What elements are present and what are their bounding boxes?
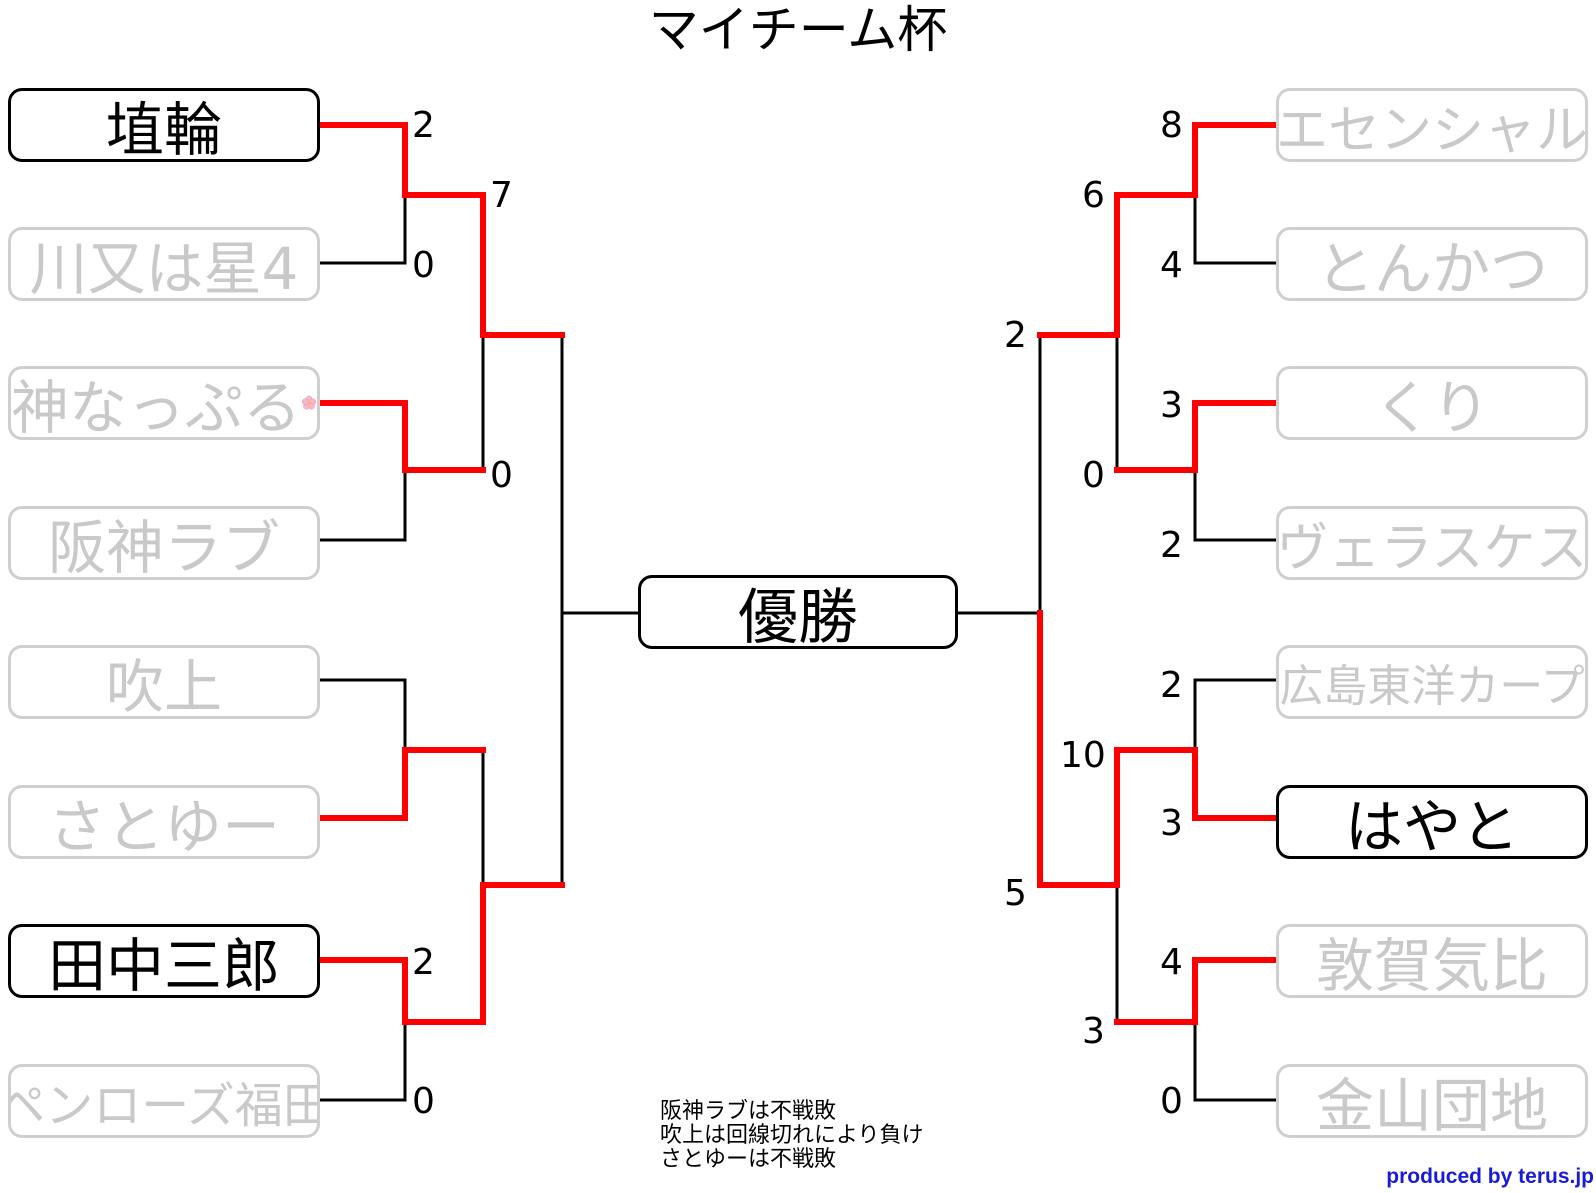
left-r1-score-1: 2 [412, 105, 435, 146]
left-r1-score-5: 0 [412, 1081, 435, 1122]
right-team-4[interactable]: ヴェラスケス [1276, 506, 1588, 580]
right-r2-score-1: 6 [1082, 175, 1105, 216]
left-r2-score-1: 7 [490, 175, 513, 216]
right-r1-score-4: 2 [1160, 525, 1183, 566]
left-team-3-label: 神なっぷる [11, 374, 302, 440]
right-team-2[interactable]: とんかつ [1276, 227, 1588, 301]
left-team-7[interactable]: 田中三郎 [8, 924, 320, 998]
left-r1-score-4: 2 [412, 942, 435, 983]
right-r1-score-8: 0 [1160, 1081, 1183, 1122]
left-team-8[interactable]: ペンローズ福田 [8, 1064, 320, 1138]
left-team-6[interactable]: さとゆー [8, 785, 320, 859]
left-r1-score-3: 0 [490, 455, 513, 496]
credit-link[interactable]: produced by terus.jp [1386, 1165, 1594, 1188]
right-r1-score-3: 3 [1160, 385, 1183, 426]
champion-box[interactable]: 優勝 [638, 575, 958, 649]
right-team-1[interactable]: エセンシャル [1276, 88, 1588, 162]
right-r1-score-2: 4 [1160, 245, 1183, 286]
right-team-8[interactable]: 金山団地 [1276, 1064, 1588, 1138]
right-r3-score-2: 5 [1004, 873, 1027, 914]
note-line: 吹上は回線切れにより負け [660, 1123, 924, 1148]
left-team-3[interactable]: 神なっぷる [8, 366, 320, 440]
right-team-5[interactable]: 広島東洋カープ [1276, 645, 1588, 719]
right-r3-score-1: 2 [1004, 315, 1027, 356]
right-team-6[interactable]: はやと [1276, 785, 1588, 859]
right-r1-score-6: 3 [1160, 803, 1183, 844]
left-team-1[interactable]: 埴輪 [8, 88, 320, 162]
note-line: 阪神ラブは不戦敗 [660, 1099, 837, 1124]
right-r2-score-2: 0 [1082, 455, 1105, 496]
right-team-7[interactable]: 敦賀気比 [1276, 924, 1588, 998]
right-r1-score-5: 2 [1160, 665, 1183, 706]
right-team-3[interactable]: くり [1276, 366, 1588, 440]
right-r2-score-3: 10 [1060, 735, 1106, 776]
left-team-2[interactable]: 川又は星4 [8, 227, 320, 301]
left-team-5[interactable]: 吹上 [8, 645, 320, 719]
cherry-blossom-icon [301, 395, 317, 410]
right-r1-score-1: 8 [1160, 105, 1183, 146]
left-r1-score-2: 0 [412, 245, 435, 286]
notes: 阪神ラブは不戦敗 吹上は回線切れにより負け さとゆーは不戦敗 [660, 1100, 924, 1172]
right-r1-score-7: 4 [1160, 942, 1183, 983]
note-line: さとゆーは不戦敗 [660, 1147, 837, 1172]
left-team-4[interactable]: 阪神ラブ [8, 506, 320, 580]
right-r2-score-4: 3 [1082, 1011, 1105, 1052]
bracket-title: マイチーム杯 [648, 1, 948, 59]
